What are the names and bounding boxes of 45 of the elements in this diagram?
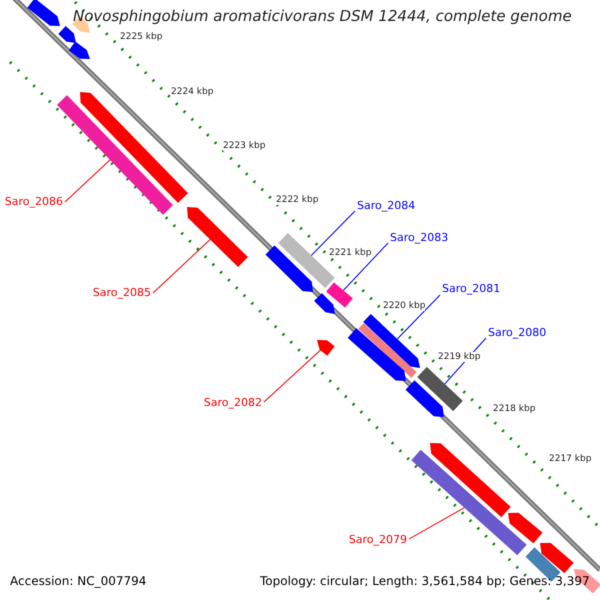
gene-bar (417, 366, 463, 412)
leader-line (152, 239, 211, 294)
gene-feature (508, 512, 542, 544)
gene-label: Saro_2085 (92, 287, 151, 300)
accession-note: Accession: NC_007794 (10, 575, 146, 589)
gene-feature (430, 443, 511, 518)
scale-label: 2222 kbp (276, 195, 318, 206)
gene-label: Saro_2082 (204, 397, 262, 410)
gene-label: Saro_2079 (348, 534, 407, 547)
gene-feature (348, 328, 406, 381)
gene-label: Saro_2080 (488, 327, 546, 340)
scale-label: 2221 kbp (329, 248, 372, 258)
gene-bar (326, 282, 353, 308)
leader-line (64, 159, 110, 202)
genome-summary: Topology: circular; Length: 3,561,584 bp; Genes: 3,397 (260, 575, 590, 589)
gene-feature (187, 207, 248, 267)
gene-feature (58, 26, 76, 43)
scale-label: 2217 kbp (549, 454, 592, 464)
scale-label: 2224 kbp (171, 87, 214, 98)
gene-bar (358, 323, 417, 378)
gene-feature (406, 380, 444, 417)
gene-feature (317, 340, 335, 356)
gene-feature (363, 314, 420, 368)
gene-label: Saro_2081 (442, 283, 500, 296)
leader-line (408, 507, 465, 540)
scale-label: 2223 kbp (223, 141, 266, 152)
gene-feature (68, 42, 90, 59)
gene-feature (266, 245, 313, 292)
leader-line (310, 210, 356, 256)
leader-line (264, 350, 321, 402)
gene-bar (411, 450, 527, 556)
gene-feature (80, 92, 188, 203)
scale-label: 2225 kbp (120, 32, 162, 42)
leader-line (342, 242, 388, 291)
gene-feature (27, 0, 60, 26)
gene-label: Saro_2086 (4, 196, 63, 209)
gene-label: Saro_2083 (390, 232, 448, 245)
leader-line (396, 294, 440, 340)
gene-feature (540, 542, 574, 574)
gene-feature (314, 293, 335, 314)
scale-label: 2218 kbp (493, 404, 536, 414)
gene-label: Saro_2084 (357, 200, 416, 213)
scale-label: 2219 kbp (438, 352, 480, 362)
scale-label: 2220 kbp (383, 301, 426, 312)
genome-title: Novosphingobium aromaticivorans DSM 12444, complete genome (73, 8, 572, 26)
